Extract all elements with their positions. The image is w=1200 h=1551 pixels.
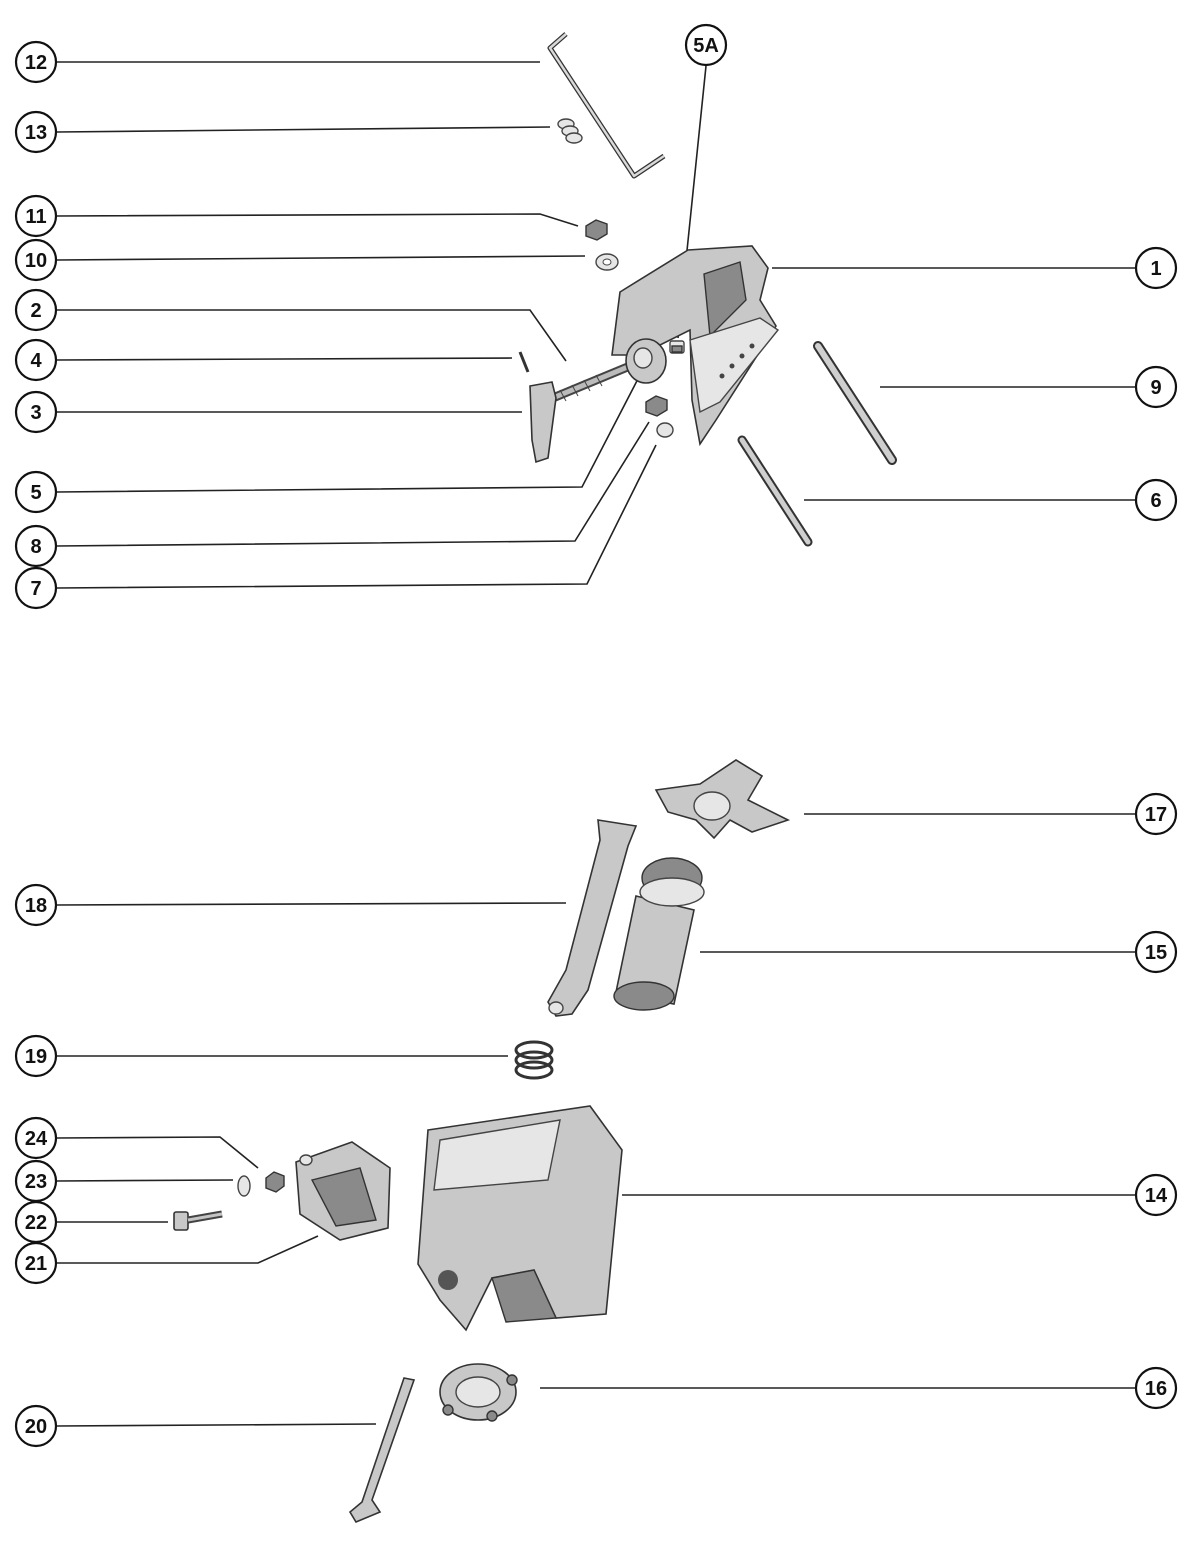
leader-5 [56,374,641,493]
svg-text:20: 20 [25,1416,47,1438]
part-10-washer [595,253,619,271]
leader-24 [56,1136,259,1169]
callout-13: 13 [14,110,58,154]
svg-text:10: 10 [25,250,47,272]
part-9-shaft [813,341,897,465]
part-23-washer [237,1175,251,1197]
part-4-pin [518,351,530,373]
svg-text:4: 4 [30,350,42,372]
leader-13 [56,126,551,133]
leader-lines-upper [56,61,1135,589]
callout-24: 24 [14,1116,58,1160]
leader-4 [56,357,513,361]
part-15-tube [613,857,705,1011]
part-18-swivel-pin [547,819,638,1017]
part-5a-bolt [669,340,685,354]
svg-text:14: 14 [1145,1185,1168,1207]
leader-21 [57,1235,319,1264]
leader-7 [56,444,657,589]
callouts: 12 13 11 10 2 4 3 5 8 7 5A 1 9 6 17 18 1… [14,23,1178,1448]
svg-text:7: 7 [30,578,41,600]
callout-5a: 5A [684,23,728,67]
callout-6: 6 [1134,478,1178,522]
part-22-bolt [173,1210,223,1231]
part-16-nut-plate [439,1363,518,1422]
callout-20: 20 [14,1404,58,1448]
callout-4: 4 [14,338,58,382]
callout-2: 2 [14,288,58,332]
part-17-wing-knob [654,759,791,840]
svg-text:5: 5 [30,482,41,504]
svg-text:6: 6 [1150,490,1161,512]
svg-text:2: 2 [30,300,41,322]
svg-text:15: 15 [1145,942,1167,964]
part-7-washer [656,422,674,438]
svg-text:9: 9 [1150,377,1161,399]
callout-16: 16 [1134,1366,1178,1410]
callout-22: 22 [14,1200,58,1244]
part-14-swivel-bracket [417,1105,623,1332]
leader-18 [56,902,567,906]
part-20-pin [348,1377,416,1524]
leader-8 [56,421,650,547]
callout-14: 14 [1134,1173,1178,1217]
callout-10: 10 [14,238,58,282]
callout-17: 17 [1134,792,1178,836]
part-13-spring-clip [557,118,583,144]
callout-21: 21 [14,1241,58,1285]
callout-23: 23 [14,1159,58,1203]
part-1-clamp-bracket [611,245,780,447]
leader-10 [56,255,586,261]
svg-text:18: 18 [25,895,47,917]
part-12-rod [547,32,666,179]
svg-text:3: 3 [30,402,41,424]
part-5-pad [625,338,667,384]
svg-text:22: 22 [25,1212,47,1234]
svg-text:8: 8 [30,536,41,558]
part-6-pin [737,435,813,547]
callout-18: 18 [14,883,58,927]
leader-11 [56,213,579,227]
part-19-spring [514,1040,554,1080]
part-21-block [295,1141,391,1241]
callout-8: 8 [14,524,58,568]
svg-text:23: 23 [25,1171,47,1193]
callout-15: 15 [1134,930,1178,974]
part-8-nut [645,395,668,417]
svg-text:16: 16 [1145,1378,1167,1400]
callout-1: 1 [1134,246,1178,290]
svg-text:12: 12 [25,52,47,74]
callout-5: 5 [14,470,58,514]
part-24-nut [265,1171,285,1193]
leader-20 [56,1423,377,1427]
leader-lines-lower [56,813,1135,1427]
leader-23 [56,1179,234,1182]
part-11-nut [585,219,608,241]
svg-text:5A: 5A [693,35,719,57]
svg-text:17: 17 [1145,804,1167,826]
leader-2 [57,309,567,362]
callout-3: 3 [14,390,58,434]
part-2-clamp-screw [546,361,632,405]
callout-9: 9 [1134,365,1178,409]
callout-19: 19 [14,1034,58,1078]
svg-text:11: 11 [25,206,46,228]
callout-7: 7 [14,566,58,610]
part-3-handle [529,381,557,464]
svg-text:19: 19 [25,1046,47,1068]
callout-11: 11 [14,194,58,238]
svg-text:1: 1 [1150,258,1161,280]
svg-text:13: 13 [25,122,47,144]
callout-12: 12 [14,40,58,84]
svg-text:21: 21 [25,1253,47,1275]
svg-text:24: 24 [25,1128,48,1150]
